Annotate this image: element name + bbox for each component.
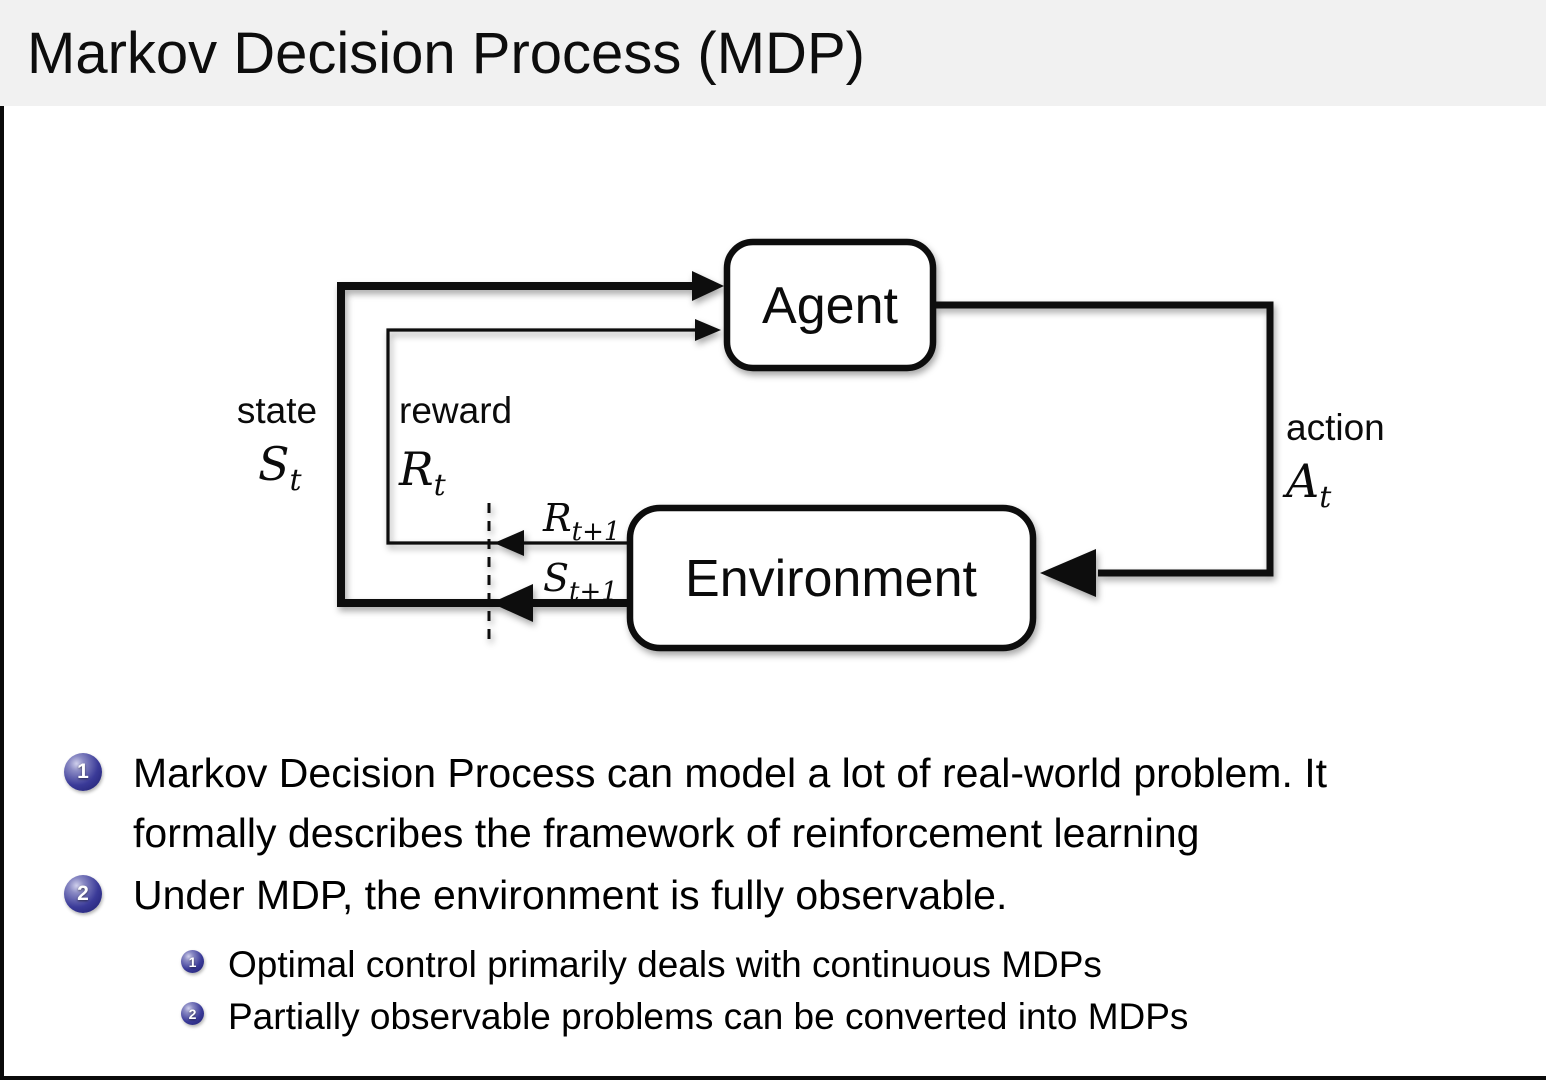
action-arrowhead-into-environment [1040, 549, 1096, 597]
mdp-diagram: Agent Environment state St reward Rt Rt+… [237, 238, 1385, 652]
environment-box-label: Environment [685, 550, 977, 608]
bullet-1-number-ball: 1 [64, 753, 102, 791]
sub-bullet-1-number: 1 [188, 953, 197, 970]
state-arrowhead-at-boundary [491, 584, 533, 622]
action-line [935, 301, 1274, 577]
bullet-1-line-2: formally describes the framework of rein… [133, 810, 1200, 856]
bullet-2-line-1: Under MDP, the environment is fully obse… [133, 872, 1008, 918]
sub-bullet-2-number-ball: 2 [181, 1002, 204, 1025]
state-loop-line [337, 282, 696, 607]
agent-box [723, 238, 937, 372]
action-label: action [1286, 407, 1385, 448]
sub-bullet-1-number-ball: 1 [181, 950, 204, 973]
title-bar [0, 0, 1546, 106]
action-symbol: At [1282, 454, 1332, 515]
next-reward-symbol: Rt+1 [542, 496, 620, 547]
sub-bullet-2-text: Partially observable problems can be con… [228, 996, 1189, 1037]
sub-bullet-2-number: 2 [188, 1005, 197, 1022]
environment-box [626, 504, 1037, 652]
state-arrowhead-into-agent [692, 271, 724, 301]
bullet-2-number: 2 [77, 882, 89, 905]
slide-title: Markov Decision Process (MDP) [27, 21, 865, 86]
state-label: state [237, 390, 317, 431]
bullet-2-number-ball: 2 [64, 875, 102, 913]
reward-arrowhead-into-agent [695, 319, 721, 341]
reward-arrowhead-at-boundary [494, 530, 524, 556]
left-edge-bar [0, 0, 4, 1080]
bullet-1-line-1: Markov Decision Process can model a lot … [133, 750, 1328, 796]
bottom-edge-bar [0, 1076, 1546, 1080]
state-symbol: St [258, 437, 303, 498]
reward-symbol: Rt [398, 442, 447, 503]
next-state-symbol: St+1 [543, 556, 618, 607]
sub-bullet-1-text: Optimal control primarily deals with con… [228, 944, 1102, 985]
agent-box-label: Agent [762, 277, 898, 335]
bullet-1-number: 1 [77, 760, 89, 783]
reward-label: reward [399, 390, 512, 431]
